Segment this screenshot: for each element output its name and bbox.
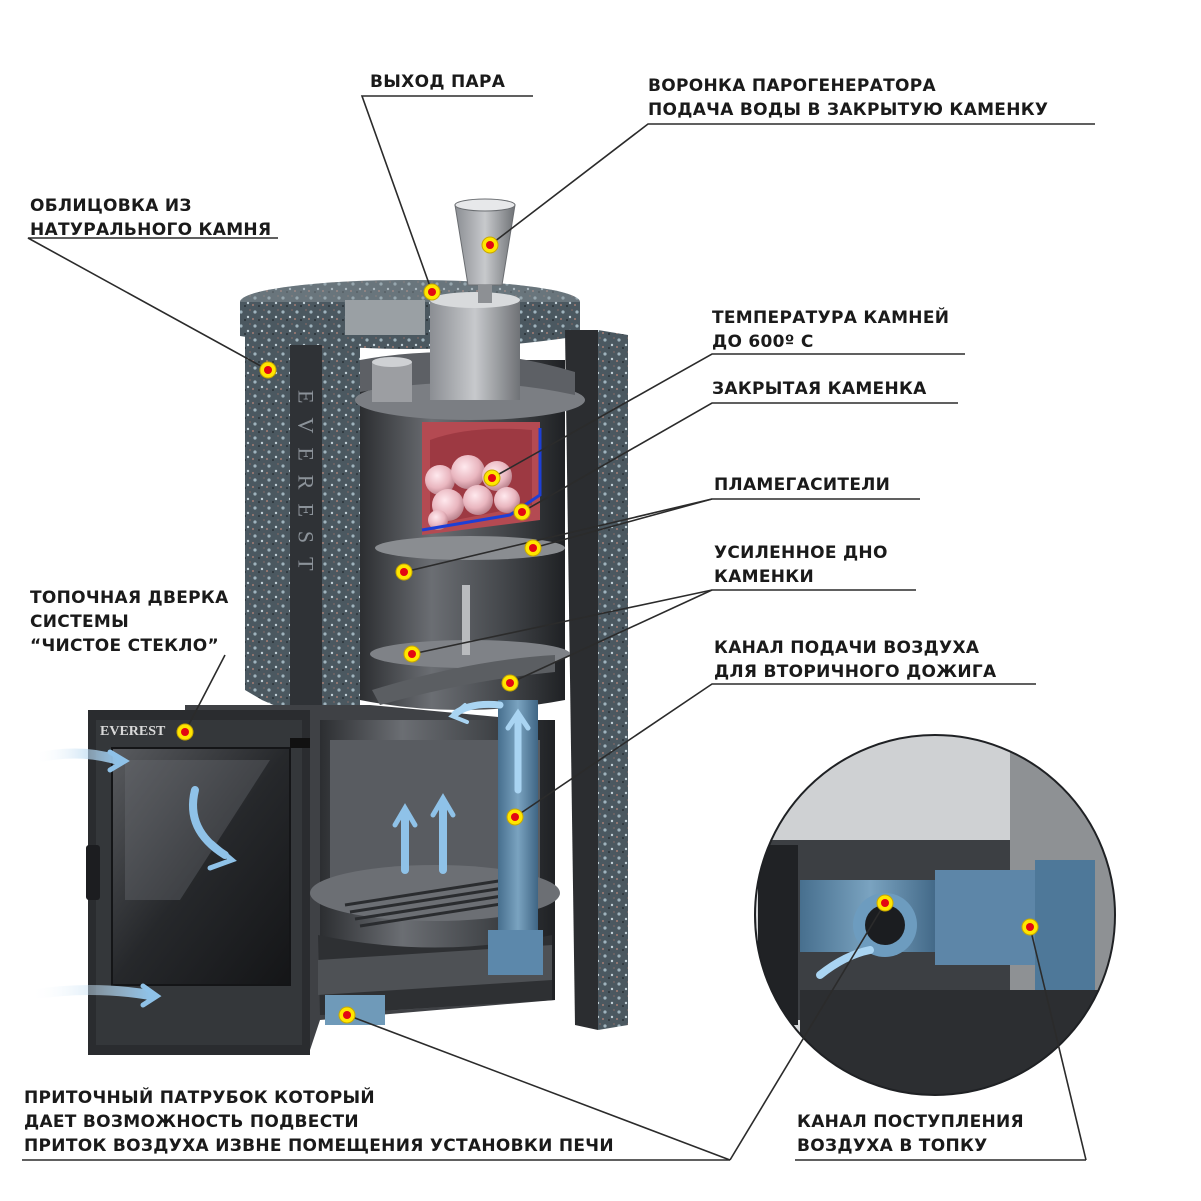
air-flow-arrows <box>25 700 531 1008</box>
label-secondary-air-channel: КАНАЛ ПОДАЧИ ВОЗДУХА ДЛЯ ВТОРИЧНОГО ДОЖИ… <box>714 638 997 682</box>
leader-inlet-pipe <box>346 1014 731 1161</box>
zoom-detail <box>754 734 1116 1096</box>
leader-firebox-air-1 <box>729 902 886 1161</box>
label-steam-outlet: ВЫХОД ПАРА <box>370 72 506 92</box>
leader-steam-outlet <box>360 95 533 293</box>
firebox-door: EVEREST <box>86 710 310 1055</box>
leader-bottom-2 <box>509 589 713 684</box>
leader-flame-2 <box>403 498 713 573</box>
fire-grate <box>344 878 521 928</box>
air-arrow-door-bottom <box>25 985 155 1000</box>
leader-firebox-air-2 <box>1029 926 1087 1161</box>
leader-secondary-air <box>514 683 1036 818</box>
stone-cladding-right <box>598 330 628 1030</box>
door-logo: EVEREST <box>100 724 166 739</box>
leader-lines <box>22 95 1095 1161</box>
label-stone-cladding: ОБЛИЦОВКА ИЗ НАТУРАЛЬНОГО КАМНЯ <box>30 196 272 240</box>
heater-stones <box>425 455 520 530</box>
label-reinforced-bottom: УСИЛЕННОЕ ДНО КАМЕНКИ <box>714 543 888 587</box>
label-stone-temperature: ТЕМПЕРАТУРА КАМНЕЙ ДО 600º С <box>712 308 950 352</box>
inlet-pipe <box>325 995 385 1025</box>
leader-cladding <box>27 237 278 371</box>
label-closed-heater: ЗАКРЫТАЯ КАМЕНКА <box>712 379 927 399</box>
leader-funnel <box>489 123 1095 246</box>
stove-body: EVEREST EVEREST <box>86 198 628 1055</box>
leader-firebox-door <box>184 654 226 733</box>
label-firebox-air-channel: КАНАЛ ПОСТУПЛЕНИЯ ВОЗДУХА В ТОПКУ <box>797 1112 1024 1156</box>
label-flame-arresters: ПЛАМЕГАСИТЕЛИ <box>714 475 891 495</box>
air-arrow-door-top <box>30 748 123 765</box>
label-steam-generator-funnel: ВОРОНКА ПАРОГЕНЕРАТОРА ПОДАЧА ВОДЫ В ЗАК… <box>648 76 1049 120</box>
leader-stone-temp <box>491 353 965 479</box>
cladding-logo: EVEREST <box>294 390 319 585</box>
label-inlet-pipe: ПРИТОЧНЫЙ ПАТРУБОК КОТОРЫЙ ДАЕТ ВОЗМОЖНО… <box>24 1088 614 1156</box>
label-firebox-door: ТОПОЧНАЯ ДВЕРКА СИСТЕМЫ “ЧИСТОЕ СТЕКЛО” <box>30 588 229 656</box>
leader-closed-heater <box>521 402 958 513</box>
